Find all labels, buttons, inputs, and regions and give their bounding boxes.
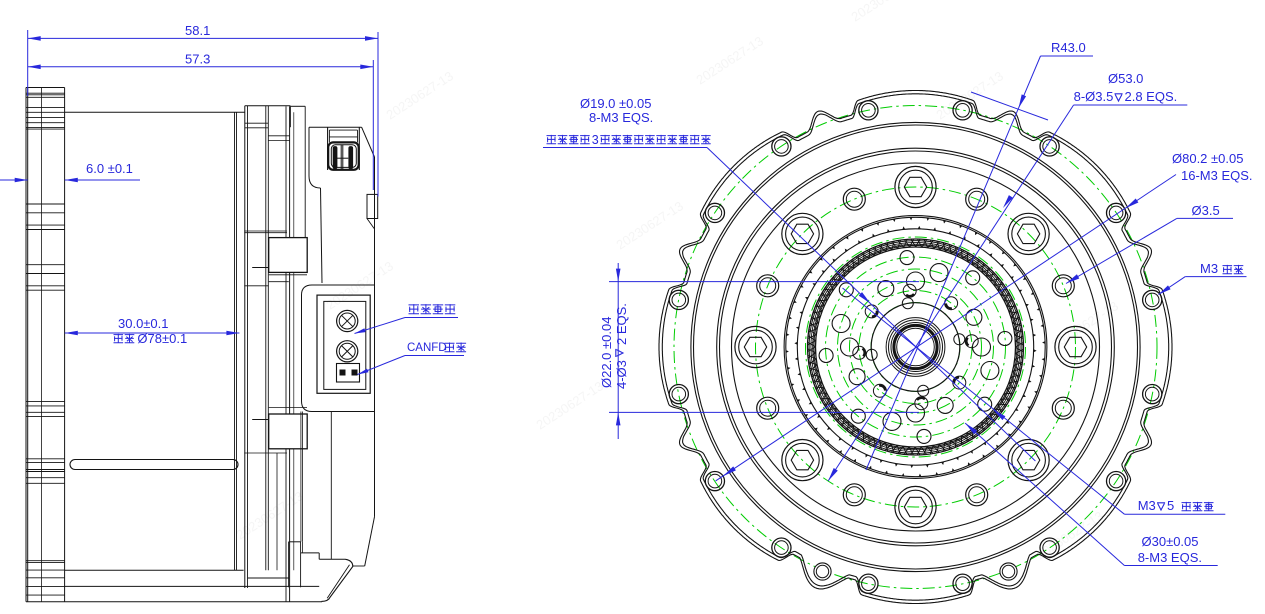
svg-text:58.1: 58.1 bbox=[185, 23, 210, 38]
svg-text:Ø53.0: Ø53.0 bbox=[1108, 71, 1143, 86]
svg-text:Ø30±0.05: Ø30±0.05 bbox=[1142, 534, 1199, 549]
svg-text:M3: M3 bbox=[1138, 498, 1156, 513]
svg-text:Ø22.0 ±0.04: Ø22.0 ±0.04 bbox=[599, 317, 614, 388]
svg-text:2.8 EQS.: 2.8 EQS. bbox=[1125, 89, 1178, 104]
svg-text:Ø3.5: Ø3.5 bbox=[1192, 203, 1220, 218]
svg-text:3: 3 bbox=[592, 133, 599, 147]
svg-text:6.0 ±0.1: 6.0 ±0.1 bbox=[86, 161, 133, 176]
svg-text:8-M3 EQS.: 8-M3 EQS. bbox=[589, 110, 653, 125]
svg-text:16-M3 EQS.: 16-M3 EQS. bbox=[1181, 168, 1253, 183]
svg-text:CANFD: CANFD bbox=[407, 342, 447, 354]
svg-text:R43.0: R43.0 bbox=[1051, 40, 1086, 55]
svg-text:8-Ø3.5: 8-Ø3.5 bbox=[1074, 89, 1114, 104]
svg-text:Ø78±0.1: Ø78±0.1 bbox=[137, 331, 187, 346]
svg-text:2 EQS.: 2 EQS. bbox=[614, 303, 629, 345]
svg-text:5: 5 bbox=[1167, 498, 1174, 513]
svg-text:8-M3 EQS.: 8-M3 EQS. bbox=[1138, 550, 1202, 565]
svg-text:4-Ø3: 4-Ø3 bbox=[614, 360, 629, 389]
svg-text:57.3: 57.3 bbox=[185, 52, 210, 67]
svg-text:30.0±0.1: 30.0±0.1 bbox=[118, 316, 169, 331]
svg-text:Ø80.2 ±0.05: Ø80.2 ±0.05 bbox=[1172, 151, 1243, 166]
svg-text:Ø19.0 ±0.05: Ø19.0 ±0.05 bbox=[580, 96, 651, 111]
svg-text:M3: M3 bbox=[1200, 261, 1218, 276]
